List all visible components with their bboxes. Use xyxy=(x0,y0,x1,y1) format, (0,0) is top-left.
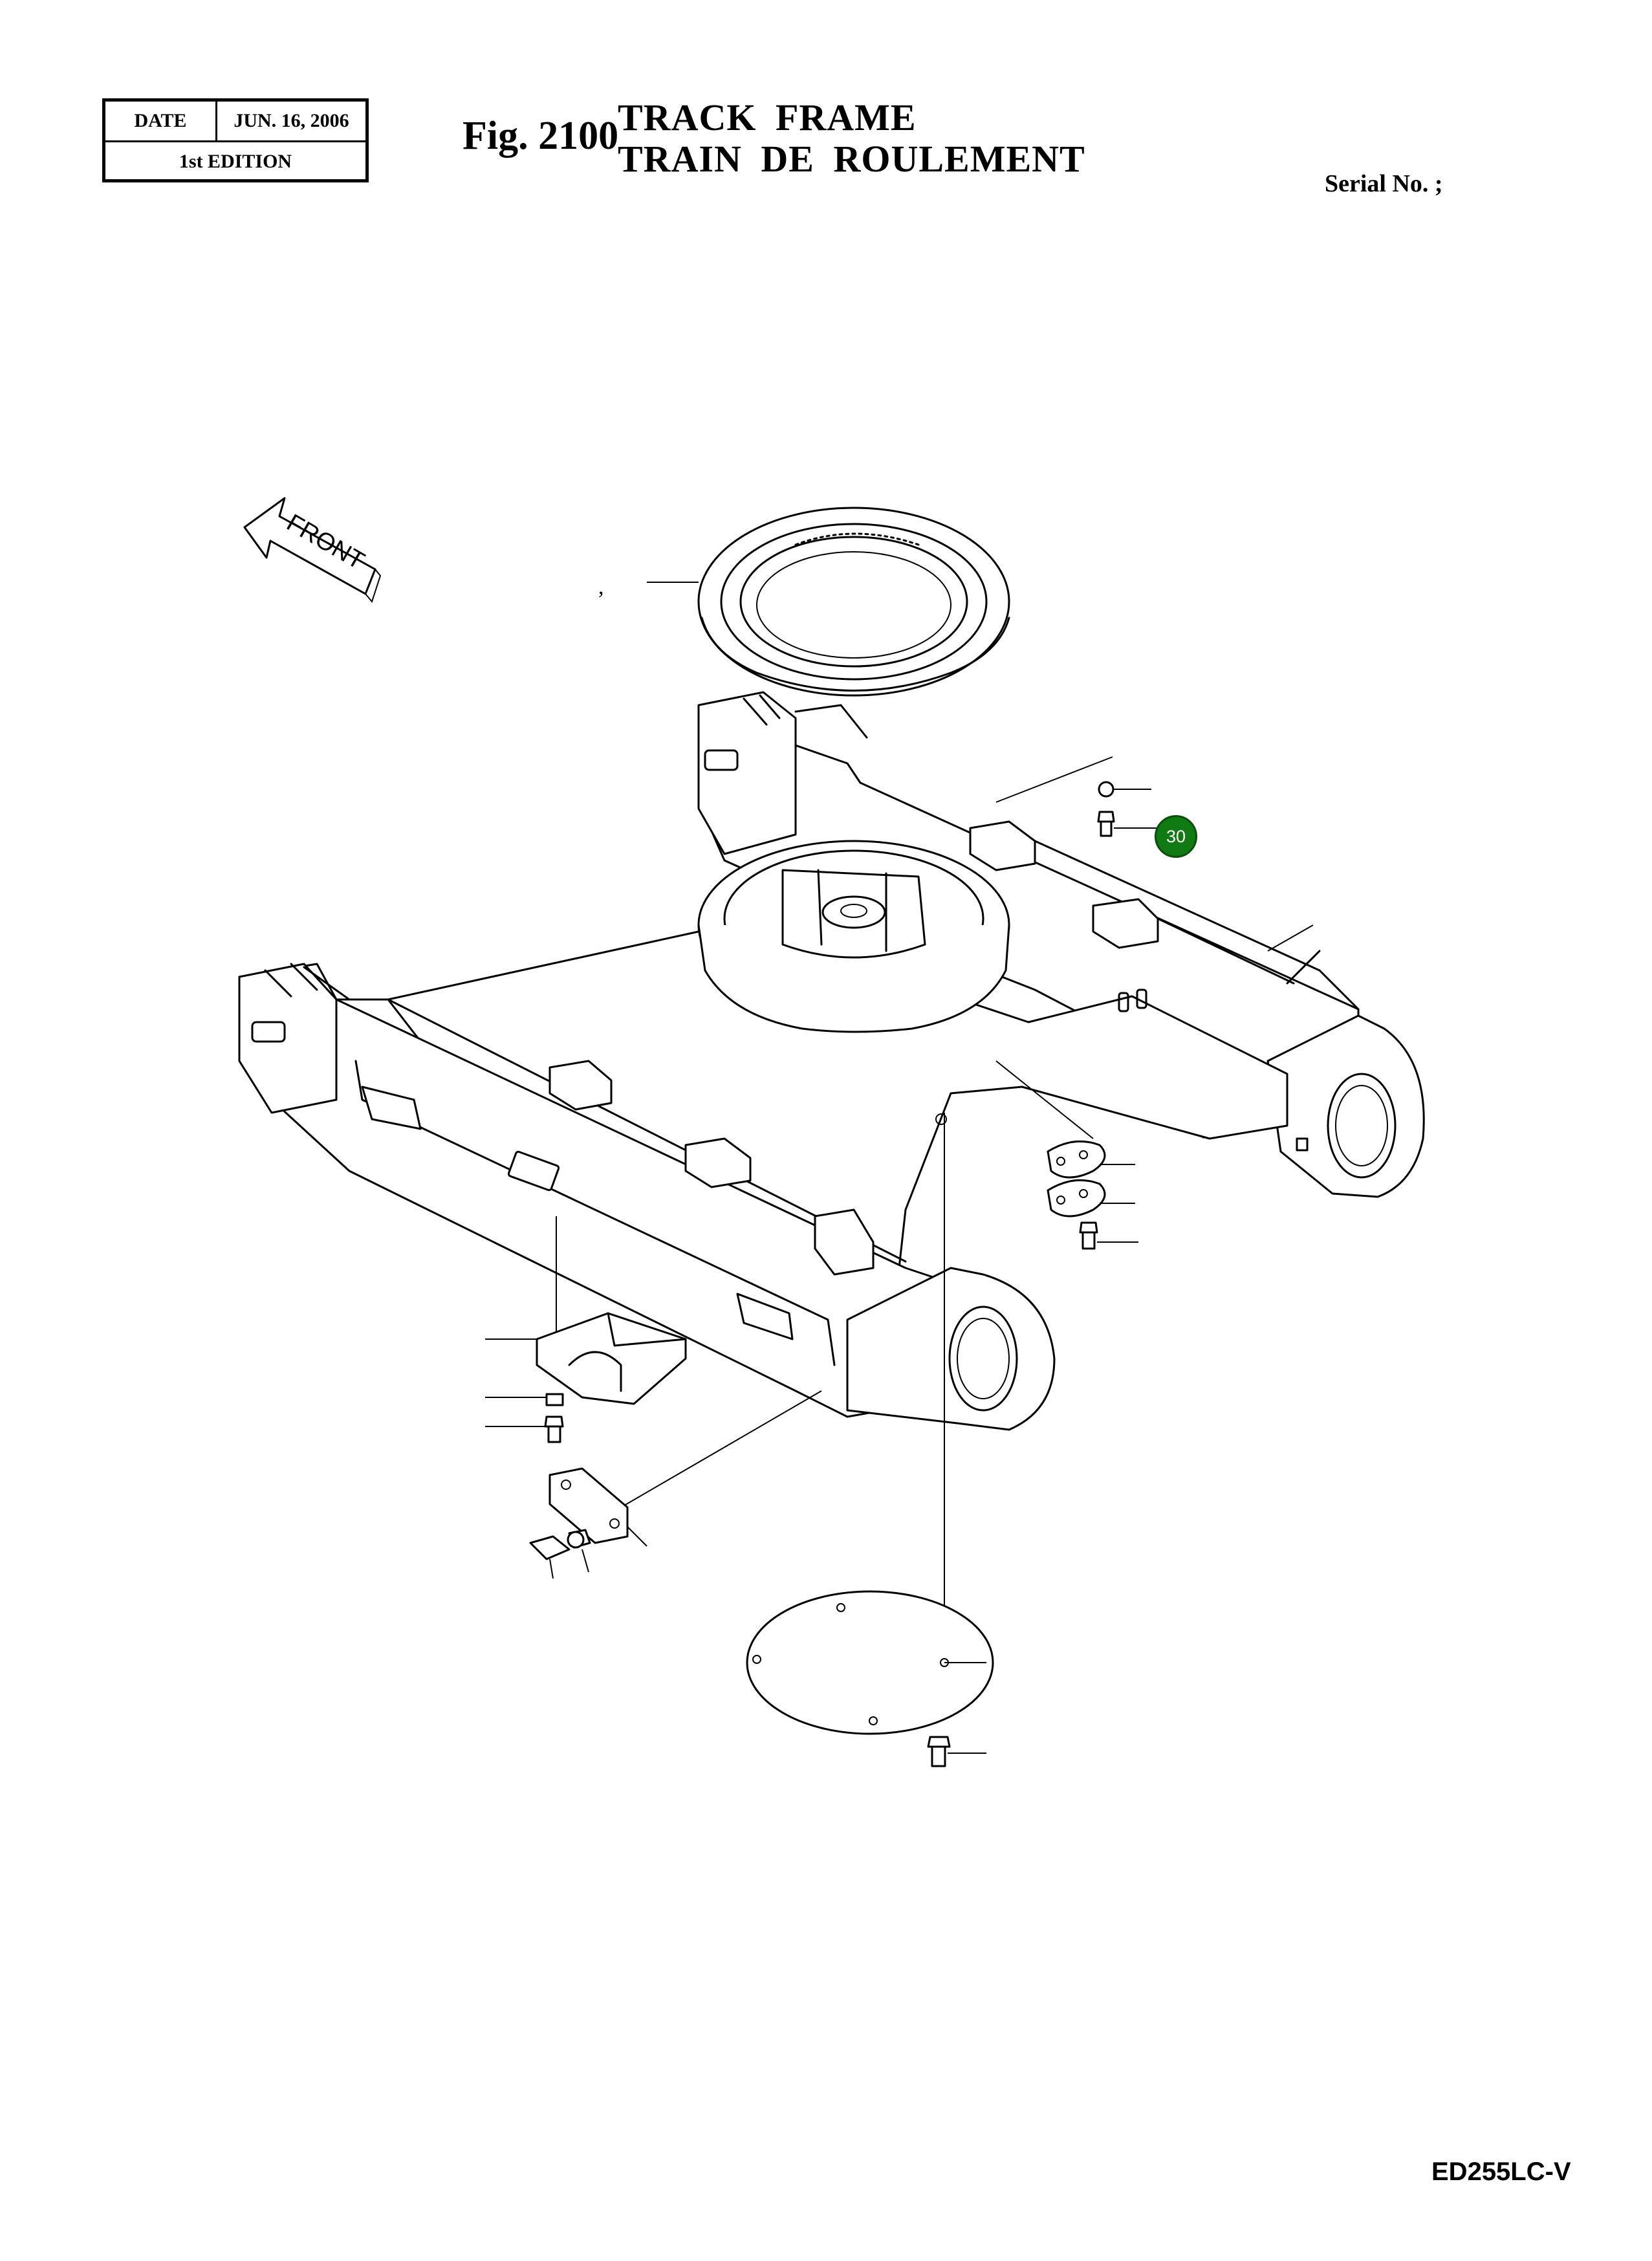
swing-bearing-ring xyxy=(697,507,1010,697)
figure-number: Fig. 2100 xyxy=(462,114,619,158)
round-cover-plate xyxy=(746,1113,994,1767)
date-value: JUN. 16, 2006 xyxy=(234,110,349,131)
front-direction-arrow: FRONT xyxy=(243,497,382,604)
date-edition-box: DATE JUN. 16, 2006 1st EDITION xyxy=(102,98,369,182)
turntable-hub xyxy=(697,840,1010,1033)
date-label: DATE xyxy=(105,102,217,140)
gasket-plates xyxy=(995,1060,1138,1250)
plate-spacer xyxy=(529,1390,822,1579)
callout-30[interactable]: 30 xyxy=(1155,815,1197,858)
model-code: ED255LC-V xyxy=(1431,2157,1571,2186)
title-english: TRACK FRAME xyxy=(618,96,917,138)
serial-number-label: Serial No. ; xyxy=(1325,170,1443,197)
stray-mark: , xyxy=(598,575,604,599)
edition-label: 1st EDITION xyxy=(179,151,292,172)
title-french: TRAIN DE ROULEMENT xyxy=(618,138,1085,180)
bracket-guide xyxy=(485,1216,687,1443)
date-row: DATE JUN. 16, 2006 xyxy=(105,102,365,142)
lower-track-frame xyxy=(238,691,1425,1431)
top-right-fasteners xyxy=(995,756,1158,837)
leader-right-rail xyxy=(1267,924,1314,952)
